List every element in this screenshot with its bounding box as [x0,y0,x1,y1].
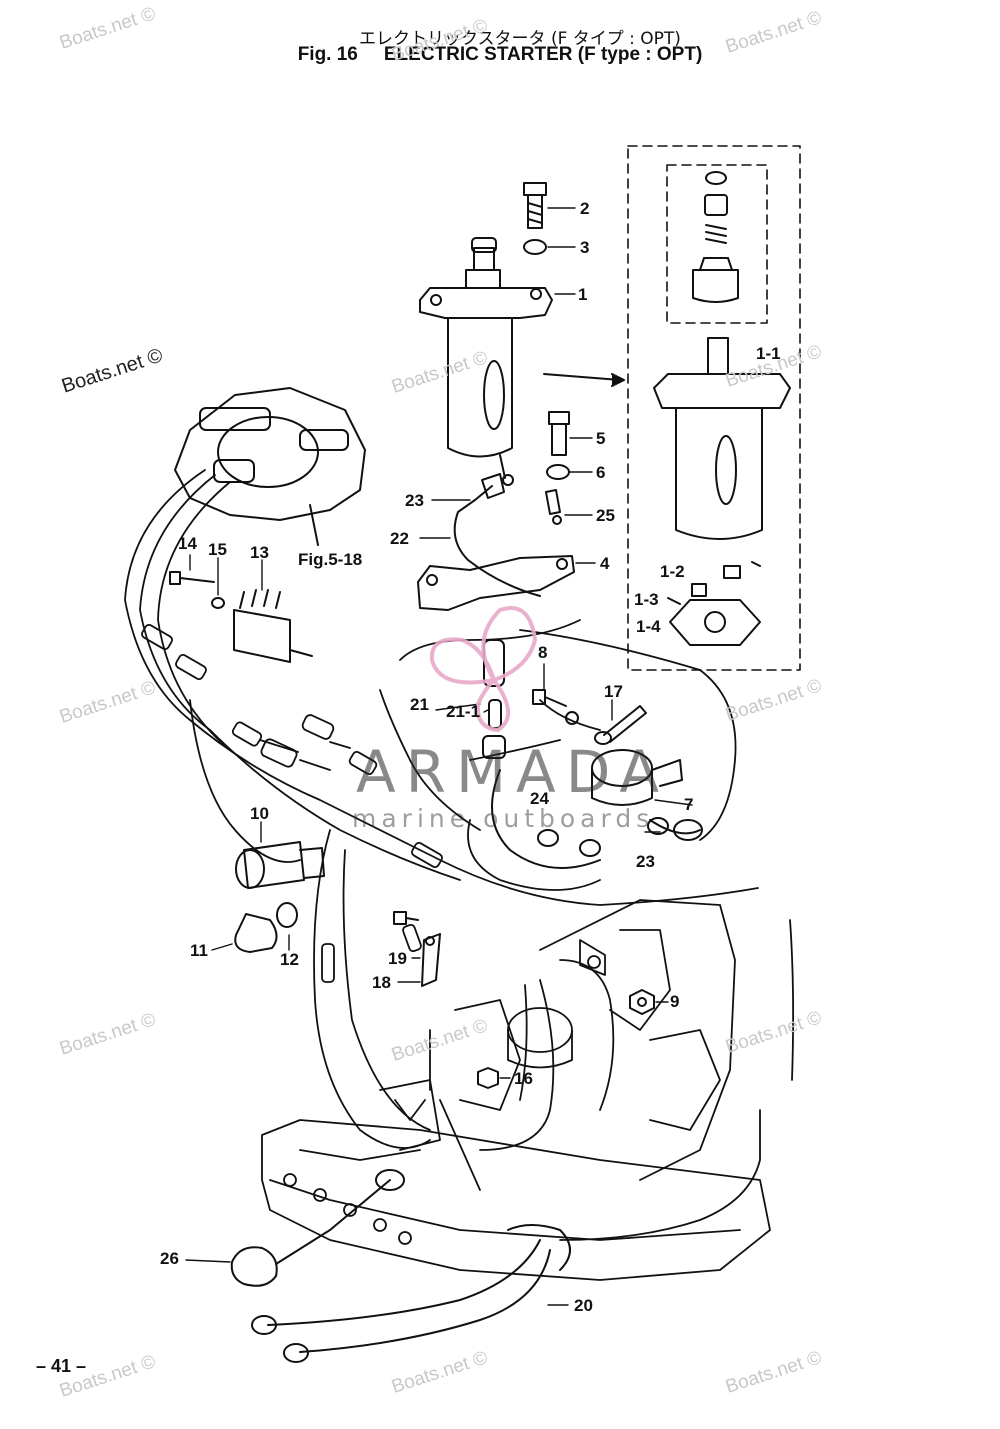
callout-11: 11 [190,941,208,960]
logo-propeller [429,606,538,733]
relay-cable-23 [647,817,703,841]
bolt-5 [548,411,570,456]
washer-12 [276,902,298,928]
callout-15: 15 [208,540,227,559]
armada-tagline: marine outboards [352,804,655,833]
screw-14 [169,571,215,585]
starter-relay-7 [591,749,683,806]
callout-16: 16 [514,1069,533,1088]
callout-21: 21 [410,695,429,714]
screw-17 [603,705,647,743]
callout-1-1: 1-1 [756,344,781,363]
clip-11 [234,913,278,953]
callout-1: 1 [578,285,588,304]
cable-24 [491,769,601,869]
clip-25 [545,489,561,515]
screw-19 [393,911,419,925]
starter-cable-22 [453,473,541,597]
rectifier-13 [233,589,313,663]
callout-12: 12 [280,950,299,969]
bracket-4 [417,555,575,611]
callout-1-3: 1-3 [634,590,659,609]
nut-9 [629,989,655,1015]
washer-6 [546,464,570,480]
cylinder-block [379,899,736,1191]
callout-13: 13 [250,543,269,562]
callout-6: 6 [596,463,606,482]
page-number: – 41 – [36,1356,87,1376]
harness-plug-26 [230,1169,405,1287]
callout-20: 20 [574,1296,593,1315]
wiring-harness [124,469,795,1241]
detail-arrow [543,373,621,381]
starter-motor [419,237,553,486]
callout-24: 24 [530,789,549,808]
callout-1-4: 1-4 [636,617,661,636]
armada-logo: ARMADA [356,738,670,806]
starter-detail-parts [653,171,791,646]
callout-23-upper: 23 [405,491,424,510]
callout-4: 4 [600,554,610,573]
figure-number: Fig. 16 [297,44,358,65]
clamp-18 [421,933,441,987]
washer-3 [523,239,547,255]
callout-2: 2 [580,199,590,218]
callout-8: 8 [538,643,548,662]
harness-connectors [141,624,443,983]
callout-18: 18 [372,973,391,992]
callout-25: 25 [596,506,615,525]
callout-14: 14 [178,534,197,553]
callout-3: 3 [580,238,590,257]
callout-7: 7 [684,795,694,814]
nut-16 [477,1067,499,1089]
bolt-8 [532,689,567,707]
figure-title: Fig. 16 ELECTRIC STARTER (F type : OPT) [0,44,1000,66]
battery-leads-20 [251,1224,571,1363]
lower-case [261,1119,771,1281]
washer-15 [211,597,225,609]
callout-19: 19 [388,949,407,968]
stator-plate [174,387,366,546]
starter-detail-box [627,145,801,671]
callout-23-lower: 23 [636,852,655,871]
starter-switch-10 [235,841,325,889]
callout-5: 5 [596,429,606,448]
figure-caption: ELECTRIC STARTER (F type : OPT) [383,44,703,65]
callout-22: 22 [390,529,409,548]
bolt-2 [523,182,547,229]
japanese-title: エレクトリックスタータ (F タイプ : OPT) [359,29,681,49]
callout-17: 17 [604,682,623,701]
figure-reference: Fig.5-18 [298,550,363,569]
callout-21-1: 21-1 [446,702,481,721]
callout-10: 10 [250,804,269,823]
callout-9: 9 [670,992,680,1011]
callout-1-2: 1-2 [660,562,685,581]
callout-26: 26 [160,1249,179,1268]
